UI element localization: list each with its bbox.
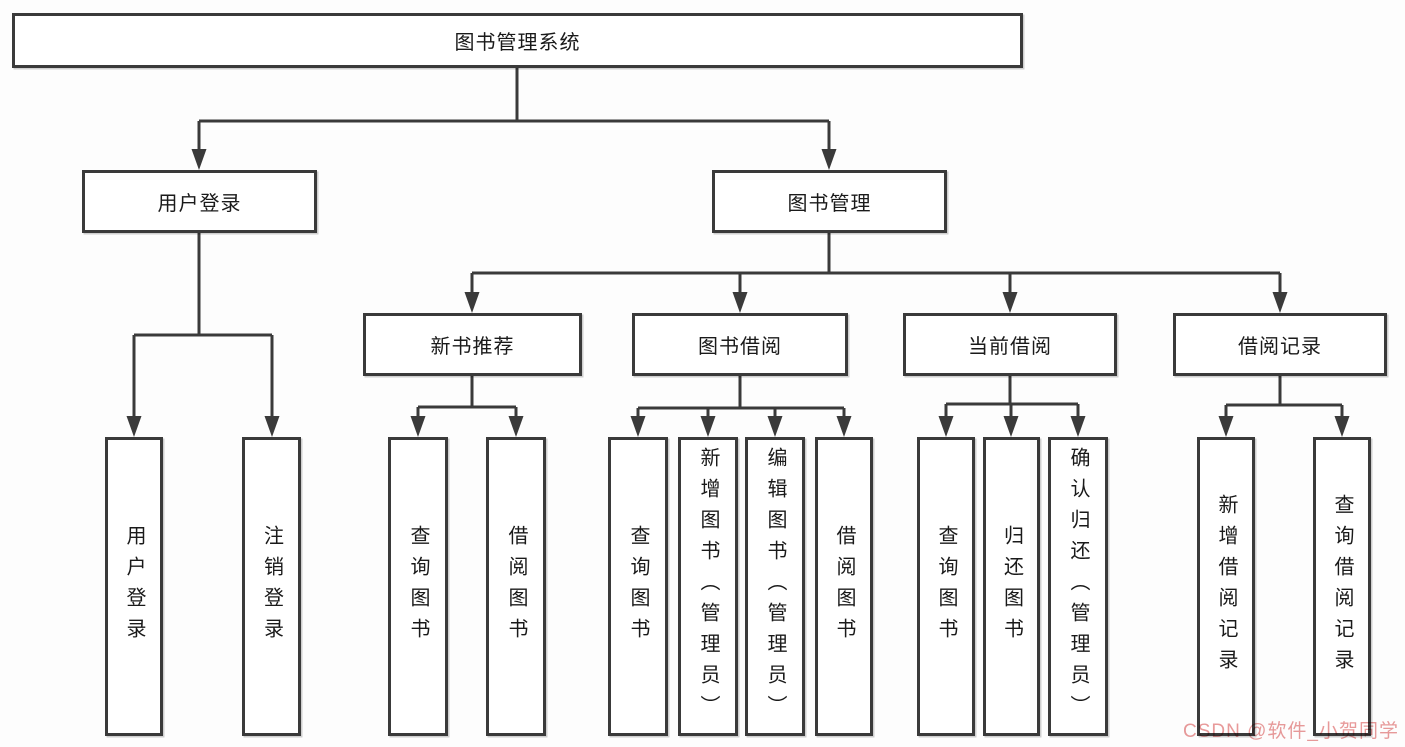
leaf-records-query-record: 查询借阅记录 [1313,437,1371,736]
leaf-borrow-add-books-admin: 新增图书（管理员） [678,437,738,736]
node-borrow-records: 借阅记录 [1173,313,1387,376]
leaf-borrow-edit-books-admin: 编辑图书（管理员） [745,437,805,736]
leaf-borrow-borrow-books: 借阅图书 [815,437,873,736]
leaf-recommend-borrow-books: 借阅图书 [486,437,546,736]
leaf-user-login: 用户登录 [105,437,163,736]
leaf-label: 归还图书 [1000,524,1023,649]
leaf-current-confirm-return-admin: 确认归还（管理员） [1048,437,1108,736]
leaf-borrow-query-books: 查询图书 [608,437,668,736]
csdn-watermark: CSDN @软件_小贺同学 [1183,721,1399,742]
leaf-label: 新增借阅记录 [1215,493,1237,680]
node-current-borrow: 当前借阅 [903,313,1117,376]
leaf-label: 查询图书 [407,524,429,649]
leaf-current-query-books: 查询图书 [917,437,975,736]
node-library-management-system: 图书管理系统 [12,13,1023,68]
leaf-label: 新增图书（管理员） [697,447,719,726]
leaf-current-return-books: 归还图书 [983,437,1040,736]
leaf-label: 查询图书 [627,524,649,649]
leaf-logout: 注销登录 [242,437,301,736]
leaf-label: 用户登录 [123,524,145,649]
leaf-label: 借阅图书 [505,524,527,649]
node-user-login: 用户登录 [82,170,317,233]
leaf-label: 编辑图书（管理员） [764,447,786,726]
leaf-records-add-record: 新增借阅记录 [1197,437,1255,736]
arrowheads [126,149,1350,437]
node-book-borrow: 图书借阅 [632,313,848,376]
leaf-label: 注销登录 [260,524,283,649]
leaf-label: 确认归还（管理员） [1067,447,1089,726]
leaf-label: 借阅图书 [833,524,855,649]
leaf-recommend-query-books: 查询图书 [388,437,448,736]
leaf-label: 查询借阅记录 [1331,493,1353,680]
leaf-label: 查询图书 [935,524,957,649]
node-book-management: 图书管理 [712,170,947,233]
node-new-book-recommend: 新书推荐 [363,313,582,376]
